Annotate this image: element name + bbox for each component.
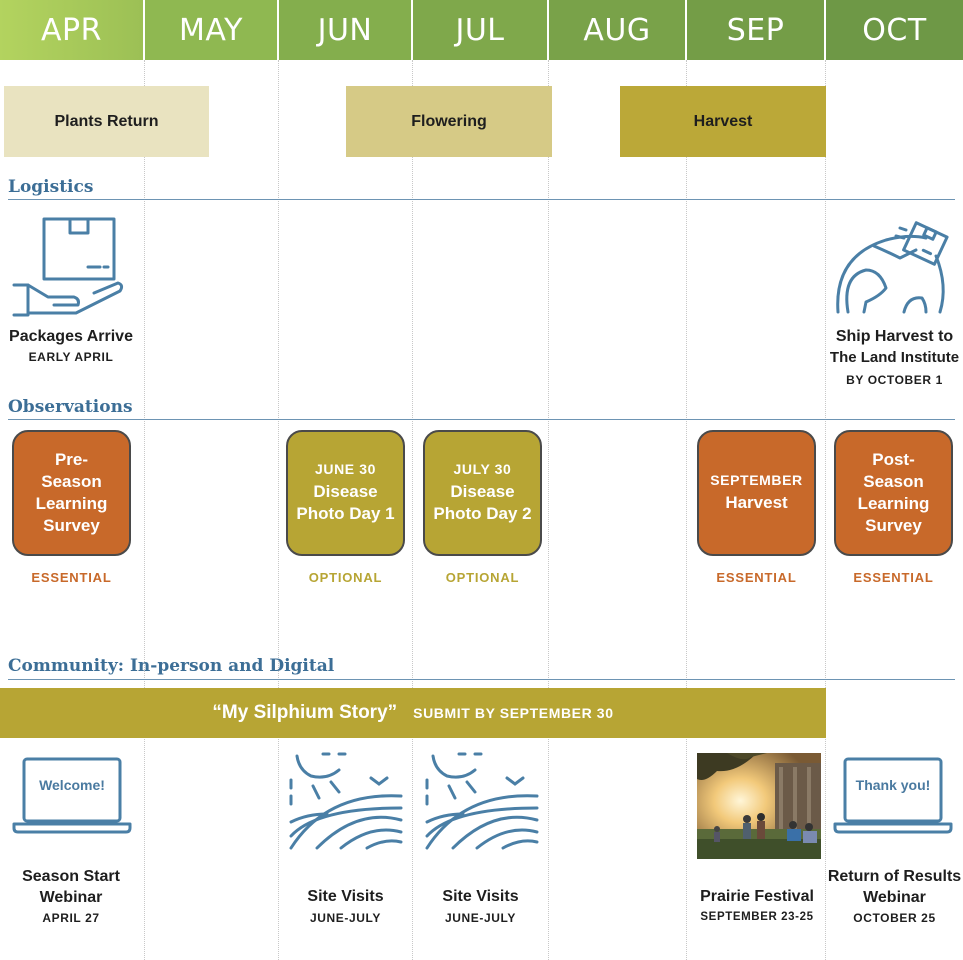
- ship-harvest-date: BY OCTOBER 1: [846, 373, 943, 387]
- banner-deadline: SUBMIT BY SEPTEMBER 30: [413, 705, 614, 721]
- obs-tag: ESSENTIAL: [31, 570, 112, 585]
- gridline: [412, 60, 413, 960]
- obs-card-date: JUNE 30: [314, 461, 376, 477]
- gridline: [548, 60, 549, 960]
- phase-flowering: Flowering: [346, 86, 552, 157]
- section-rule: [8, 679, 955, 680]
- obs-card-photo-day-2: JULY 30 Disease Photo Day 2: [423, 430, 542, 556]
- month-aug: AUG: [549, 0, 685, 60]
- site-visits-1-title: Site Visits: [307, 888, 384, 905]
- banner-title: “My Silphium Story”: [212, 702, 398, 723]
- field-sun-icon: [287, 752, 407, 852]
- obs-card-photo-day-1: JUNE 30 Disease Photo Day 1: [286, 430, 405, 556]
- gridline: [278, 60, 279, 960]
- obs-card-date: SEPTEMBER: [710, 472, 803, 488]
- section-community: Community: In-person and Digital: [8, 656, 335, 676]
- prairie-festival-title: Prairie Festival: [700, 888, 814, 905]
- section-rule: [8, 419, 955, 420]
- obs-card-post-season: Post-Season Learning Survey: [834, 430, 953, 556]
- obs-card-title: Pre-Season Learning Survey: [35, 450, 108, 535]
- month-may: MAY: [145, 0, 277, 60]
- obs-card-pre-season: Pre-Season Learning Survey: [12, 430, 131, 556]
- prairie-festival-date: SEPTEMBER 23-25: [700, 911, 814, 923]
- obs-tag: ESSENTIAL: [853, 570, 934, 585]
- results-webinar-date: OCTOBER 25: [853, 911, 936, 925]
- obs-card-date: JULY 30: [453, 461, 512, 477]
- month-apr: APR: [0, 0, 143, 60]
- field-sun-icon: [423, 752, 543, 852]
- month-jul: JUL: [413, 0, 547, 60]
- section-logistics: Logistics: [8, 177, 94, 197]
- site-visits-2-title: Site Visits: [442, 888, 519, 905]
- gridline: [144, 60, 145, 960]
- webinar-title-line2: Webinar: [39, 889, 103, 906]
- globe-package-icon: [830, 216, 954, 316]
- packages-arrive-label: Packages Arrive: [9, 328, 133, 345]
- obs-card-title: Disease Photo Day 1: [296, 482, 395, 523]
- obs-card-harvest: SEPTEMBER Harvest: [697, 430, 816, 556]
- obs-card-title: Post-Season Learning Survey: [857, 450, 930, 535]
- obs-tag: ESSENTIAL: [716, 570, 797, 585]
- results-webinar-title-line2: Webinar: [863, 889, 926, 906]
- laptop-icon: [12, 756, 132, 836]
- results-webinar-title-line1: Return of Results: [827, 868, 962, 885]
- site-visits-2-date: JUNE-JULY: [445, 911, 516, 925]
- webinar-title-line1: Season Start: [22, 868, 120, 885]
- packages-arrive-date: EARLY APRIL: [28, 350, 114, 364]
- webinar-date: APRIL 27: [42, 911, 100, 925]
- ship-harvest-label-line1: Ship Harvest to: [835, 328, 954, 345]
- gridline: [825, 60, 826, 960]
- month-sep: SEP: [687, 0, 824, 60]
- phase-harvest: Harvest: [620, 86, 826, 157]
- ship-harvest-label-line2: The Land Institute: [829, 349, 960, 366]
- month-jun: JUN: [279, 0, 411, 60]
- laptop-icon: [833, 756, 953, 836]
- month-oct: OCT: [826, 0, 963, 60]
- thank-you-screen-text: Thank you!: [855, 777, 931, 793]
- section-rule: [8, 199, 955, 200]
- obs-card-title: Harvest: [725, 493, 788, 512]
- prairie-festival-photo: [697, 753, 821, 859]
- section-observations: Observations: [8, 397, 133, 417]
- obs-tag: OPTIONAL: [445, 570, 520, 585]
- gridline: [686, 60, 687, 960]
- site-visits-1-date: JUNE-JULY: [310, 911, 381, 925]
- welcome-screen-text: Welcome!: [39, 777, 105, 793]
- obs-tag: OPTIONAL: [308, 570, 383, 585]
- obs-card-title: Disease Photo Day 2: [433, 482, 532, 523]
- silphium-story-banner: “My Silphium Story” SUBMIT BY SEPTEMBER …: [0, 688, 826, 738]
- month-header: APR MAY JUN JUL AUG SEP OCT: [0, 0, 963, 60]
- phase-plants-return: Plants Return: [4, 86, 209, 157]
- package-hand-icon: [10, 215, 128, 323]
